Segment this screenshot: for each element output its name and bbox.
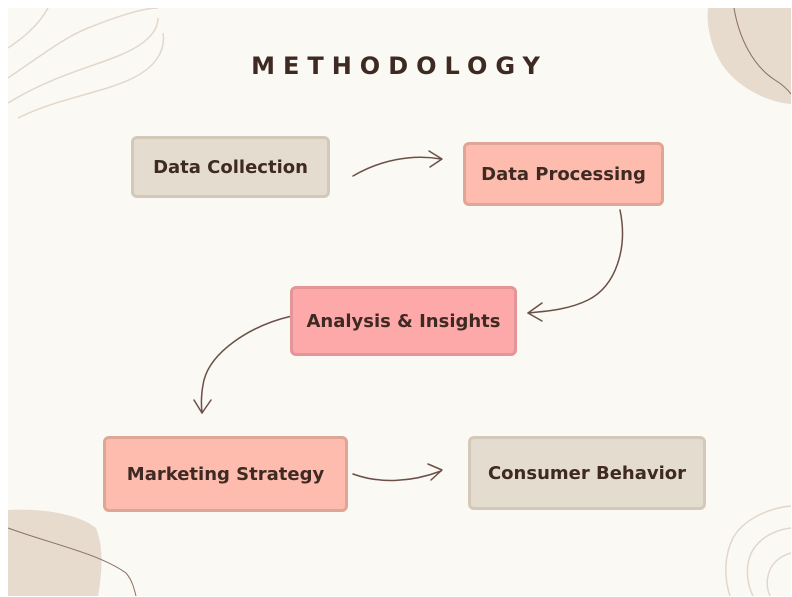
decorative-background: [8, 8, 791, 596]
bottom-right-contours: [725, 505, 791, 596]
node-marketing-strategy: Marketing Strategy: [103, 436, 348, 512]
top-right-blob: [707, 8, 791, 104]
node-data-processing: Data Processing: [463, 142, 664, 206]
arrow-analysis-to-marketing: [193, 315, 293, 414]
node-consumer-behavior: Consumer Behavior: [468, 436, 706, 510]
node-label: Analysis & Insights: [306, 310, 501, 332]
arrow-collection-to-processing: [352, 150, 443, 177]
node-label: Consumer Behavior: [487, 462, 687, 484]
node-label: Data Collection: [153, 156, 308, 178]
top-right-line: [733, 8, 791, 95]
arrow-processing-to-analysis: [527, 209, 624, 322]
flow-arrows: [193, 150, 624, 482]
node-label: Marketing Strategy: [126, 463, 325, 485]
arrow-marketing-to-consumer: [352, 463, 443, 482]
methodology-slide: METHODOLOGY Data Collection Data Proc: [8, 8, 791, 596]
node-label: Data Processing: [481, 163, 646, 185]
top-left-contours: [8, 8, 165, 119]
page-title: METHODOLOGY: [251, 52, 548, 80]
node-analysis-insights: Analysis & Insights: [290, 286, 517, 356]
bottom-left-blob: [8, 509, 102, 596]
node-data-collection: Data Collection: [131, 136, 330, 198]
bottom-left-line: [8, 527, 137, 596]
